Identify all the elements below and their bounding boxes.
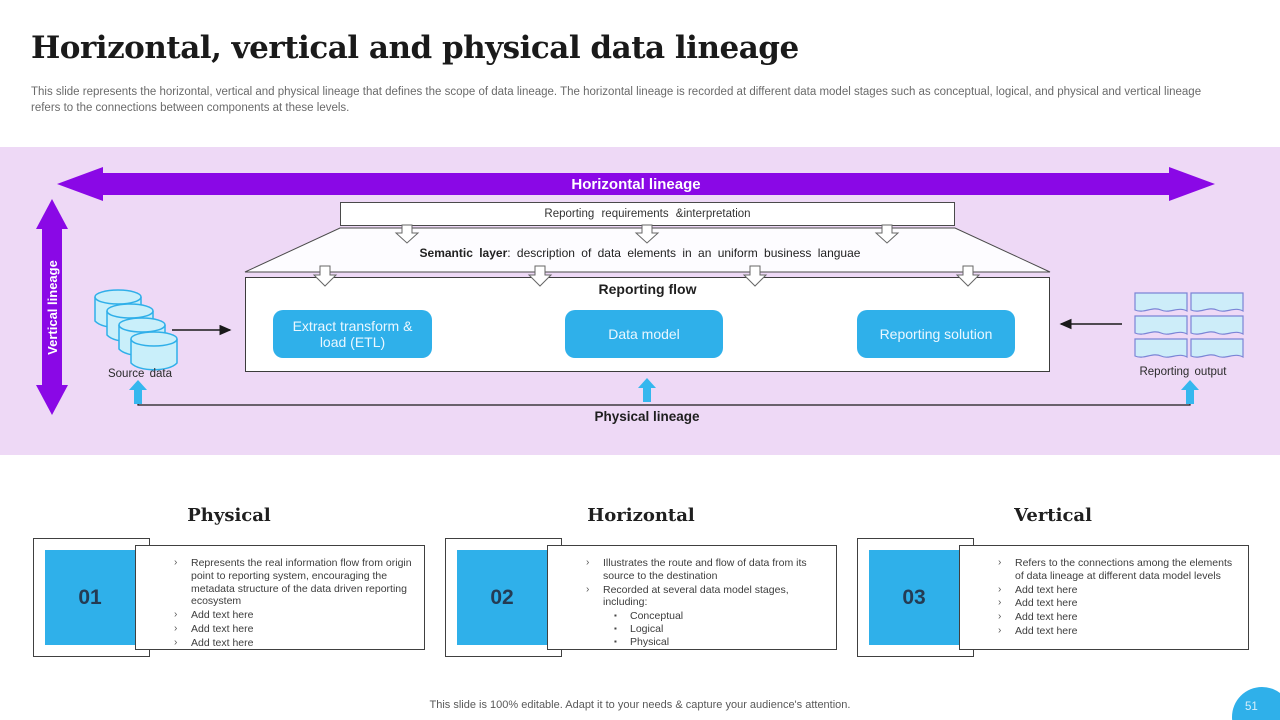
arrow-head-left [57, 167, 103, 201]
chevron-bullet: › [998, 624, 1002, 636]
horizontal-lineage-label: Horizontal lineage [571, 175, 701, 193]
arrow-head-right [1169, 167, 1215, 201]
data-model-node: Data model [565, 310, 723, 358]
card-physical-number: 01 [45, 550, 135, 645]
square-bullet: ▪ [614, 624, 617, 634]
sub-list-item: ▪Conceptual [614, 610, 684, 623]
chevron-bullet: › [998, 597, 1002, 609]
slide-title: Horizontal, vertical and physical data l… [31, 30, 799, 66]
chevron-bullet: › [586, 557, 590, 568]
list-item: ›Add text here [998, 583, 1078, 596]
up-arrow-icons [129, 378, 1199, 404]
card-vertical-number: 03 [869, 550, 959, 645]
list-item: ›Represents the real information flow fr… [174, 557, 412, 608]
list-item: ›Add text here [174, 609, 254, 622]
card-vertical-title: Vertical [1014, 505, 1092, 526]
card-physical: Physical ›Represents the real informatio… [33, 505, 425, 665]
lineage-diagram: Horizontal lineage Vertical lineage Repo… [0, 147, 1280, 455]
chevron-bullet: › [174, 557, 178, 568]
card-horizontal-title: Horizontal [587, 505, 695, 526]
semantic-layer-text: Semantic layer: description of data elem… [0, 246, 1280, 260]
reporting-output-label: Reporting output [1139, 366, 1227, 378]
page-number-badge: 51 [1232, 687, 1280, 720]
physical-lineage-bracket [137, 396, 1191, 406]
slide-description: This slide represents the horizontal, ve… [31, 86, 1202, 114]
list-item: ›Add text here [998, 597, 1078, 610]
etl-node: Extract transform & load (ETL) [273, 310, 432, 358]
card-horizontal: Horizontal ›Illustrates the route and fl… [445, 505, 837, 665]
chevron-bullet: › [586, 583, 590, 595]
list-item: ›Recorded at several data model stages, … [586, 583, 789, 609]
chevron-bullet: › [174, 636, 178, 648]
horizontal-lineage-arrow: Horizontal lineage [57, 167, 1215, 201]
square-bullet: ▪ [614, 611, 617, 621]
card-physical-title: Physical [187, 505, 271, 526]
vertical-lineage-label: Vertical lineage [44, 259, 60, 355]
slide-footer-note: This slide is 100% editable. Adapt it to… [429, 699, 851, 711]
chevron-bullet: › [174, 609, 178, 621]
list-item: ›Add text here [998, 611, 1078, 624]
chevron-bullet: › [998, 583, 1002, 595]
source-data-label: Source data [107, 368, 172, 380]
card-horizontal-number: 02 [457, 550, 547, 645]
requirements-box: Reporting requirements &interpretation [340, 202, 955, 226]
list-item: ›Refers to the connections among the ele… [998, 557, 1233, 582]
arrow-head-bottom [36, 385, 68, 415]
sub-list-item: ▪Physical [614, 636, 670, 649]
reporting-flow-title: Reporting flow [598, 281, 697, 297]
semantic-layer-desc: : description of data elements in an uni… [507, 246, 861, 260]
diagram-shapes-layer [94, 227, 1244, 406]
vertical-lineage-arrow: Vertical lineage [36, 199, 68, 415]
database-stack-icon [94, 289, 178, 371]
list-item: ›Illustrates the route and flow of data … [586, 557, 807, 582]
square-bullet: ▪ [614, 637, 617, 647]
reporting-solution-node: Reporting solution [857, 310, 1015, 358]
list-item: ›Add text here [174, 636, 254, 649]
card-vertical: Vertical ›Refers to the connections amon… [857, 505, 1249, 665]
sub-list-item: ▪Logical [614, 623, 664, 636]
page-number: 51 [1245, 701, 1258, 713]
physical-lineage-label: Physical lineage [594, 409, 700, 424]
list-item: ›Add text here [174, 622, 254, 635]
semantic-layer-title: Semantic layer [419, 246, 508, 260]
semantic-layer-trapezoid [244, 227, 1051, 273]
chevron-bullet: › [998, 557, 1002, 568]
list-item: ›Add text here [998, 624, 1078, 637]
report-documents-icon [1134, 292, 1244, 359]
card-vertical-panel: ›Refers to the connections among the ele… [959, 545, 1249, 650]
arrow-head-top [36, 199, 68, 229]
card-physical-panel: ›Represents the real information flow fr… [135, 545, 425, 650]
card-horizontal-panel: ›Illustrates the route and flow of data … [547, 545, 837, 650]
chevron-bullet: › [998, 611, 1002, 623]
chevron-bullet: › [174, 622, 178, 634]
